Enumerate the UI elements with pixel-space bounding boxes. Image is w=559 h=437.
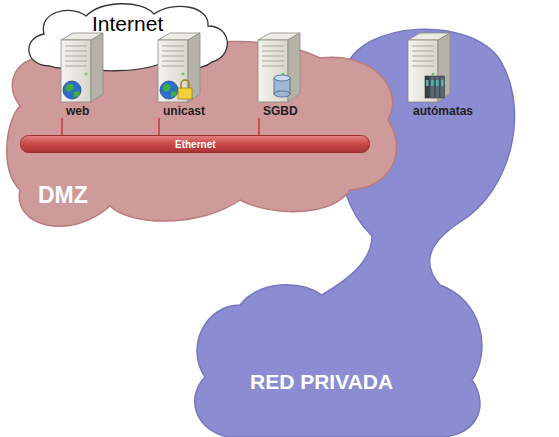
node-label: SGBD [263, 104, 298, 118]
plc-server: autómatas [395, 30, 485, 118]
node-outline [20, 0, 235, 72]
node-outline [245, 30, 317, 104]
node-label: autómatas [413, 104, 473, 118]
node-label: unicast [163, 104, 205, 118]
node-label: Ethernet [175, 139, 216, 150]
dbms-server: SGBD [245, 30, 317, 118]
node-label: RED PRIVADA [250, 370, 393, 394]
node-outline [145, 30, 225, 104]
node-label: DMZ [38, 182, 88, 209]
node-label: web [66, 104, 89, 118]
web-server: web [48, 30, 120, 118]
node-outline [395, 30, 485, 104]
internet-cloud: Internet [20, 0, 235, 72]
node-outline [48, 30, 120, 104]
dmz-zone: DMZ web unicast SGBD Ethernet [5, 30, 405, 245]
ethernet-bus: Ethernet [20, 135, 370, 153]
node-label: Internet [92, 12, 163, 36]
unicast-server: unicast [145, 30, 225, 118]
